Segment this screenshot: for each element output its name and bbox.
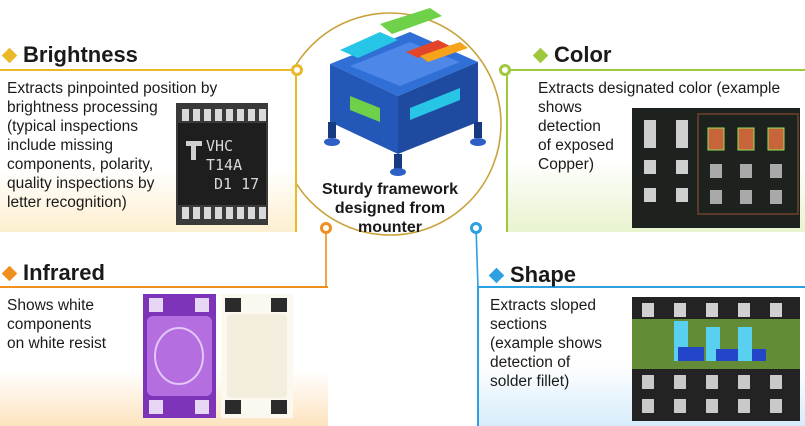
color-description: Extracts designated color (example shows…	[538, 79, 803, 174]
logo-icon	[186, 141, 202, 160]
solder-fillet-graphic	[632, 297, 800, 421]
text-line: components	[7, 316, 92, 333]
color-connector	[499, 64, 511, 76]
text-line: brightness processing	[7, 99, 158, 116]
text-line: quality inspections by	[7, 175, 155, 192]
diamond-icon	[532, 47, 549, 63]
diamond-icon	[1, 47, 18, 63]
infrared-purple-photo	[143, 294, 216, 418]
text-line: (typical inspections	[7, 118, 138, 135]
infrared-white-graphic	[221, 294, 293, 418]
text-line: Copper)	[538, 156, 594, 173]
chip-graphic	[176, 103, 268, 225]
copper-graphic	[632, 108, 800, 228]
infrared-white-photo	[221, 294, 293, 418]
diamond-icon	[1, 265, 18, 281]
text-line: Extracts sloped	[490, 297, 596, 314]
text-line: (example shows	[490, 335, 602, 352]
brightness-heading: Brightness	[0, 42, 138, 68]
infrared-purple-graphic	[143, 294, 216, 418]
brightness-connector	[291, 64, 303, 76]
color-heading: Color	[531, 42, 611, 68]
caption-line: designed from	[334, 200, 446, 217]
brightness-description: Extracts pinpointed position by brightne…	[7, 79, 267, 212]
shape-description: Extracts sloped sections (example shows …	[490, 296, 630, 391]
center-caption: Sturdy framework designed from mounter	[300, 180, 480, 237]
text-line: shows	[538, 99, 582, 116]
solder-fillet-photo	[632, 297, 800, 421]
shape-connector	[470, 222, 482, 234]
infrared-description: Shows white components on white resist	[7, 296, 137, 353]
text-line: detection of	[490, 354, 571, 371]
text-line: sections	[490, 316, 547, 333]
text-line: include missing	[7, 137, 113, 154]
marking-line: D1 17	[214, 175, 260, 193]
text-line: of exposed	[538, 137, 614, 154]
marking-line: T14A	[206, 156, 243, 174]
text-line: on white resist	[7, 335, 107, 352]
infrared-title: Infrared	[23, 260, 105, 285]
text-line: Extracts pinpointed position by	[7, 80, 218, 97]
shape-title: Shape	[510, 262, 577, 287]
marking-line: VHC	[206, 137, 234, 155]
brightness-title: Brightness	[23, 42, 138, 67]
text-line: Extracts designated color (example	[538, 80, 781, 97]
framework-illustration	[324, 8, 486, 176]
infrared-heading: Infrared	[0, 260, 105, 286]
caption-line: mounter	[358, 219, 422, 236]
copper-photo	[632, 108, 800, 228]
text-line: Shows white	[7, 297, 95, 314]
color-title: Color	[554, 42, 612, 67]
text-line: letter recognition)	[7, 194, 127, 211]
chip-marking: VHC T14A D1 17	[206, 137, 259, 194]
chip-photo: VHC T14A D1 17	[176, 103, 268, 225]
diamond-icon	[488, 267, 505, 283]
shape-heading: Shape	[487, 262, 576, 288]
text-line: solder fillet)	[490, 373, 570, 390]
infrared-connector	[320, 222, 332, 234]
text-line: detection	[538, 118, 601, 135]
text-line: components, polarity,	[7, 156, 154, 173]
caption-line: Sturdy framework	[321, 181, 459, 198]
